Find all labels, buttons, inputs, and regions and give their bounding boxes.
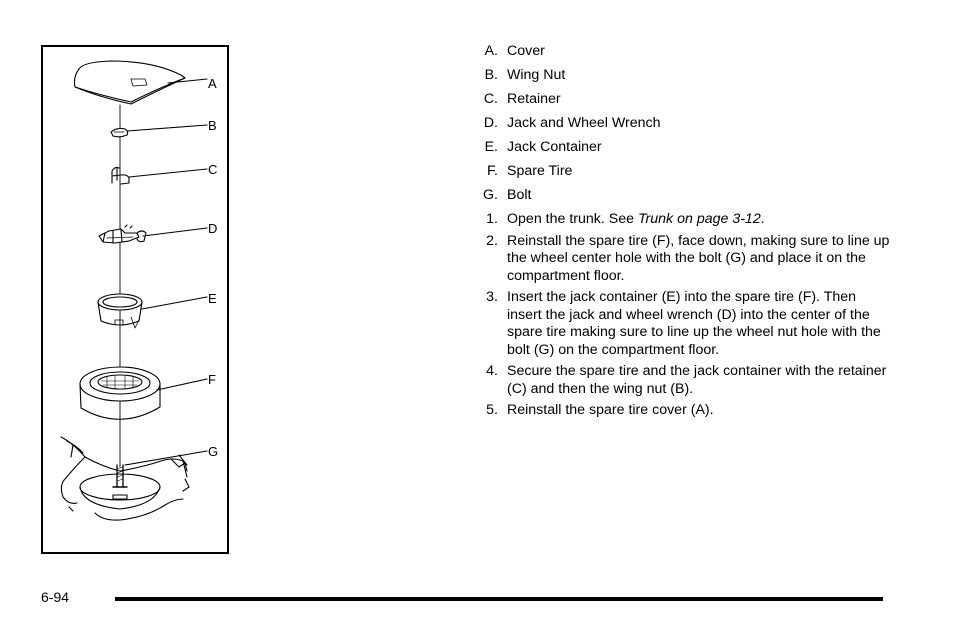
leader-line-e	[141, 296, 208, 310]
list-item: E.Jack Container	[484, 139, 602, 155]
list-item: D.Jack and Wheel Wrench	[483, 115, 661, 131]
list-item: F.Spare Tire	[486, 163, 573, 179]
leader-line-a	[167, 78, 208, 84]
footer-rule	[115, 597, 883, 601]
wing-nut-part	[110, 127, 129, 138]
compartment-floor-part	[60, 436, 190, 521]
list-item: B.Wing Nut	[484, 67, 566, 83]
spare-tire-part	[79, 366, 161, 420]
step-item: 4.Secure the spare tire and the jack con…	[486, 363, 887, 397]
callout-b: B	[208, 118, 217, 133]
callout-f: F	[208, 372, 216, 387]
leader-line-d	[142, 227, 208, 237]
step-item: 1.Open the trunk. See Trunk on page 3-12…	[486, 211, 765, 227]
bolt-part	[112, 464, 128, 488]
exploded-view-figure: A B C D E F G	[41, 45, 229, 554]
list-item: A.Cover	[484, 43, 545, 59]
leader-line-c	[128, 168, 208, 178]
leader-line-f	[156, 378, 208, 391]
page-number: 6-94	[41, 589, 70, 605]
leader-line-b	[126, 124, 208, 132]
callout-e: E	[208, 291, 217, 306]
callout-a: A	[208, 76, 217, 91]
retainer-part	[111, 166, 130, 185]
spare-tire-illustration	[60, 60, 208, 521]
instructions-list: A.Cover B.Wing Nut C.Retainer D.Jack and…	[470, 43, 890, 424]
jack-container-part	[97, 293, 143, 329]
list-item: G.Bolt	[483, 187, 532, 203]
jack-wrench-part	[98, 224, 147, 244]
callout-g: G	[208, 444, 219, 459]
list-item: C.Retainer	[483, 91, 561, 107]
step-item: 5.Reinstall the spare tire cover (A).	[486, 402, 714, 418]
page-reference-link[interactable]: Trunk on page 3-12	[637, 211, 761, 227]
step-item: 2. Reinstall the spare tire (F), face do…	[486, 232, 890, 284]
leader-line-g	[124, 450, 208, 466]
step-item: 3.Insert the jack container (E) into the…	[486, 289, 881, 358]
callout-d: D	[208, 221, 218, 236]
cover-part	[73, 60, 186, 105]
callout-c: C	[208, 162, 218, 177]
